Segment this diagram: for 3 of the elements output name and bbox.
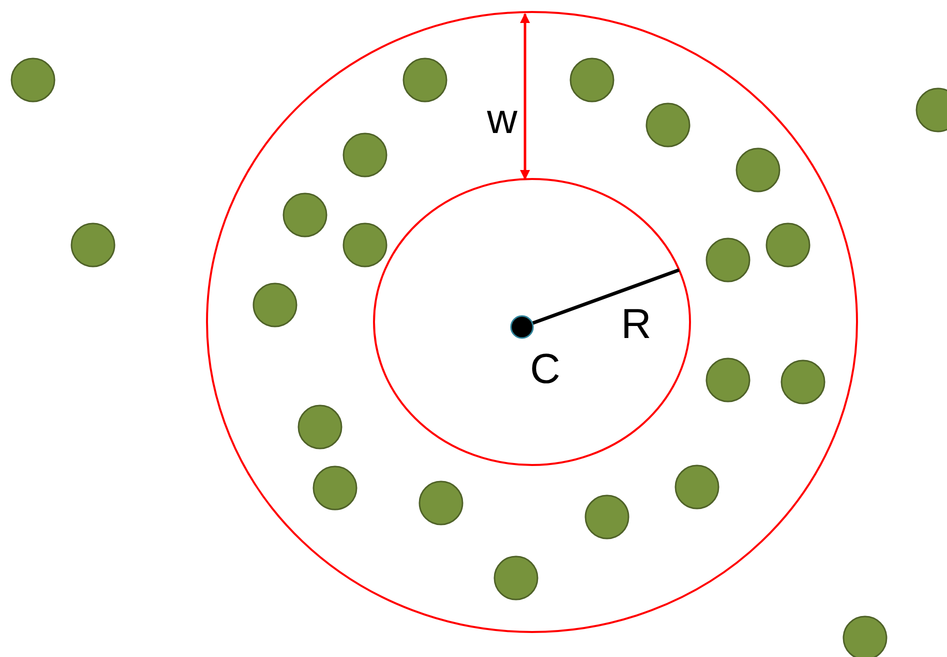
radius-label: R [621,303,652,345]
width-label: w [487,98,518,140]
center-label: C [530,348,560,390]
